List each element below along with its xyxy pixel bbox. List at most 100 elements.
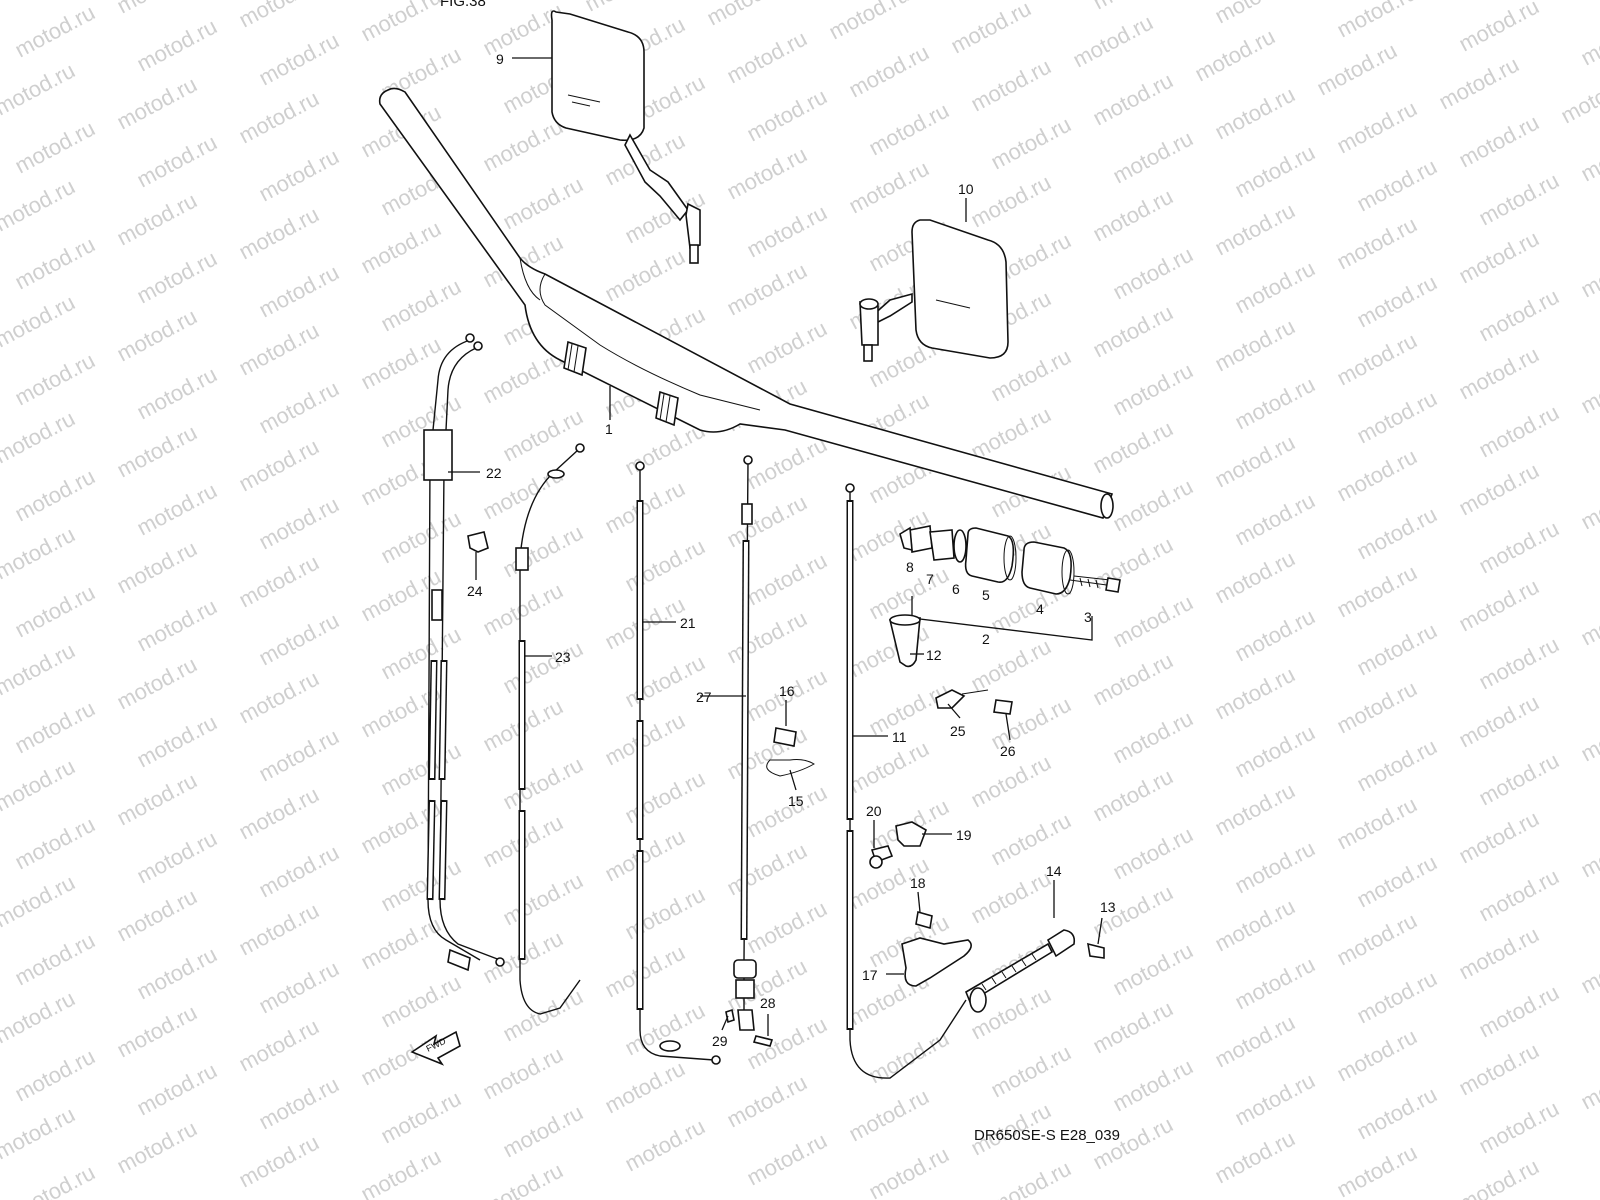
watermark-text: motod.ru xyxy=(1475,1096,1563,1159)
callout-15: 15 xyxy=(788,793,804,809)
bracket-17-part xyxy=(901,937,972,987)
watermark-text: motod.ru xyxy=(703,0,791,30)
watermark-text: motod.ru xyxy=(11,0,99,62)
watermark-text: motod.ru xyxy=(113,1116,201,1179)
watermark-text: motod.ru xyxy=(357,0,445,46)
watermark-text: motod.ru xyxy=(601,592,689,655)
watermark-text: motod.ru xyxy=(1455,690,1543,753)
watermark-text: motod.ru xyxy=(1455,110,1543,173)
watermark-text: motod.ru xyxy=(743,84,831,147)
watermark-text: motod.ru xyxy=(1089,68,1177,131)
grip-assembly-part xyxy=(899,525,1121,641)
watermark-text: motod.ru xyxy=(133,246,221,309)
callout-labels: 9 10 1 22 24 23 21 27 16 15 11 8 7 6 5 4… xyxy=(467,51,1116,1049)
watermark-text: motod.ru xyxy=(1211,82,1299,145)
watermark-text: motod.ru xyxy=(1211,314,1299,377)
watermark-text: motod.ru xyxy=(601,476,689,539)
watermark-text: motod.ru xyxy=(1455,0,1543,56)
watermark-text: motod.ru xyxy=(113,304,201,367)
watermark-text: motod.ru xyxy=(865,678,953,741)
watermark-text: motod.ru xyxy=(499,520,587,583)
watermark-text: motod.ru xyxy=(1597,298,1600,361)
watermark-text: motod.ru xyxy=(11,1160,99,1200)
watermark-text: motod.ru xyxy=(1109,474,1197,537)
watermark-text: motod.ru xyxy=(601,940,689,1003)
watermark-text: motod.ru xyxy=(133,14,221,77)
watermark-text: motod.ru xyxy=(1455,922,1543,985)
watermark-text: motod.ru xyxy=(1211,662,1299,725)
watermark-text: motod.ru xyxy=(1597,762,1600,825)
watermark-text: motod.ru xyxy=(499,172,587,235)
watermark-text: motod.ru xyxy=(1231,836,1319,899)
watermark-text: motod.ru xyxy=(499,868,587,931)
watermark-text: motod.ru xyxy=(133,362,221,425)
watermark-text: motod.ru xyxy=(11,812,99,875)
watermark-text: motod.ru xyxy=(987,808,1075,871)
watermark-text: motod.ru xyxy=(621,534,709,597)
watermark-text: motod.ru xyxy=(235,434,323,497)
watermark-text: motod.ru xyxy=(1597,182,1600,245)
callout-9: 9 xyxy=(496,51,504,67)
watermark-text: motod.ru xyxy=(479,1158,567,1200)
watermark-text: motod.ru xyxy=(235,202,323,265)
callout-7: 7 xyxy=(926,571,934,587)
watermark-text: motod.ru xyxy=(1333,212,1421,275)
watermark-text: motod.ru xyxy=(0,870,79,933)
watermark-text: motod.ru xyxy=(1353,270,1441,333)
watermark-text: motod.ru xyxy=(1455,342,1543,405)
watermark-text: motod.ru xyxy=(133,130,221,193)
watermark-text: motod.ru xyxy=(1475,284,1563,347)
watermark-text: motod.ru xyxy=(11,348,99,411)
watermark-text: motod.ru xyxy=(601,244,689,307)
watermark-text: motod.ru xyxy=(133,942,221,1005)
watermark-text: motod.ru xyxy=(255,376,343,439)
watermark-text: motod.ru xyxy=(1455,806,1543,869)
callout-5: 5 xyxy=(982,587,990,603)
watermark-text: motod.ru xyxy=(0,406,79,469)
watermark-text: motod.ru xyxy=(499,984,587,1047)
watermark-text: motod.ru xyxy=(1109,242,1197,305)
watermark-text: motod.ru xyxy=(865,1142,953,1200)
bolt-28-part xyxy=(752,1035,774,1047)
watermark-text: motod.ru xyxy=(1597,414,1600,477)
watermark-text: motod.ru xyxy=(113,72,201,135)
mirror-left-part xyxy=(550,10,701,264)
clamp-19-part xyxy=(895,821,927,847)
callout-23: 23 xyxy=(555,649,571,665)
watermark-text: motod.ru xyxy=(1231,720,1319,783)
watermark-text: motod.ru xyxy=(1089,0,1177,14)
callout-3: 3 xyxy=(1084,609,1092,625)
bolt-26-part xyxy=(993,699,1013,715)
watermark-text: motod.ru xyxy=(621,1114,709,1177)
watermark-text: motod.ru xyxy=(235,0,323,32)
watermark-text: motod.ru xyxy=(1333,1024,1421,1087)
clutch-cable-part xyxy=(635,461,721,1065)
callout-14: 14 xyxy=(1046,863,1062,879)
watermark-text: motod.ru xyxy=(987,1156,1075,1200)
watermark-text: motod.ru xyxy=(967,866,1055,929)
watermark-text: motod.ru xyxy=(479,114,567,177)
watermark-text: motod.ru xyxy=(1597,878,1600,941)
callout-8: 8 xyxy=(906,559,914,575)
watermark-text: motod.ru xyxy=(1211,778,1299,841)
watermark-text: motod.ru xyxy=(1455,226,1543,289)
watermark-text: motod.ru xyxy=(601,824,689,887)
watermark-text: motod.ru xyxy=(621,766,709,829)
watermark-text: motod.ru xyxy=(1231,1068,1319,1131)
watermark-text: motod.ru xyxy=(1475,400,1563,463)
callout-26: 26 xyxy=(1000,743,1016,759)
watermark-text: motod.ru xyxy=(1333,328,1421,391)
callout-11: 11 xyxy=(892,729,907,745)
watermark-text: motod.ru xyxy=(1089,648,1177,711)
bolt-13-part xyxy=(1087,942,1105,959)
watermark-text: motod.ru xyxy=(967,170,1055,233)
watermark-text: motod.ru xyxy=(235,550,323,613)
watermark-text: motod.ru xyxy=(357,216,445,279)
watermark-text: motod.ru xyxy=(133,710,221,773)
fwd-arrow-icon: FWD xyxy=(410,1030,461,1066)
callout-10: 10 xyxy=(958,181,974,197)
watermark-text: motod.ru xyxy=(1353,386,1441,449)
watermark-text: motod.ru xyxy=(0,1102,79,1165)
watermark-text: motod.ru xyxy=(1353,618,1441,681)
callout-25: 25 xyxy=(950,723,966,739)
